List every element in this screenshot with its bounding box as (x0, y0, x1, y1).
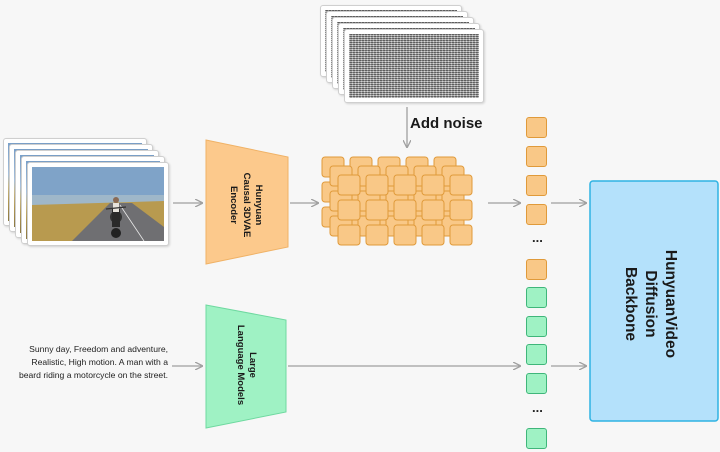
latent-tile (337, 224, 361, 246)
text-token (526, 428, 547, 449)
latent-tile (449, 174, 473, 196)
encoder-label-line1: Hunyuan (253, 184, 264, 226)
noise-frame (344, 29, 484, 103)
video-token (526, 259, 547, 280)
text-prompt: Sunny day, Freedom and adventure, Realis… (18, 344, 168, 380)
encoder-label-line3: Encoder (228, 185, 240, 224)
latent-tile (365, 199, 389, 221)
backbone-label-line1: HunyuanVideo (662, 249, 679, 359)
backbone-label: HunyuanVideo Diffusion Backbone (622, 224, 680, 384)
add-noise-label: Add noise (410, 115, 483, 132)
motorcycle-scene-image (32, 167, 164, 241)
video-frame-front (27, 162, 169, 246)
text-token (526, 287, 547, 308)
llm-label-line1: Large (247, 352, 258, 378)
encoder-label: Hunyuan Causal 3DVAE Encoder (228, 155, 264, 255)
encoder-block (205, 139, 289, 265)
backbone-label-line3: Backbone (621, 266, 639, 342)
latent-tile (421, 224, 445, 246)
llm-label-line2: Language Models (234, 324, 246, 406)
latent-tile (365, 224, 389, 246)
video-token (526, 146, 547, 167)
latent-tile (421, 174, 445, 196)
latent-cube-grid (321, 156, 473, 246)
ellipsis-video-tokens: ... (532, 230, 543, 245)
text-token (526, 316, 547, 337)
latent-tile (421, 199, 445, 221)
latent-tile (449, 224, 473, 246)
latent-tile (393, 199, 417, 221)
latent-tile (337, 199, 361, 221)
llm-block (205, 304, 287, 429)
latent-tile (337, 174, 361, 196)
encoder-label-line2: Causal 3DVAE (240, 172, 252, 238)
video-token (526, 204, 547, 225)
ellipsis-text-tokens: ... (532, 400, 543, 415)
backbone-label-line2: Diffusion (641, 270, 659, 338)
video-token (526, 117, 547, 138)
llm-label: Large Language Models (234, 315, 258, 415)
latent-tile (449, 199, 473, 221)
text-token (526, 373, 547, 394)
latent-tile (365, 174, 389, 196)
text-token (526, 344, 547, 365)
latent-tile (393, 224, 417, 246)
video-token (526, 175, 547, 196)
backbone-block (589, 180, 719, 422)
latent-tile (393, 174, 417, 196)
